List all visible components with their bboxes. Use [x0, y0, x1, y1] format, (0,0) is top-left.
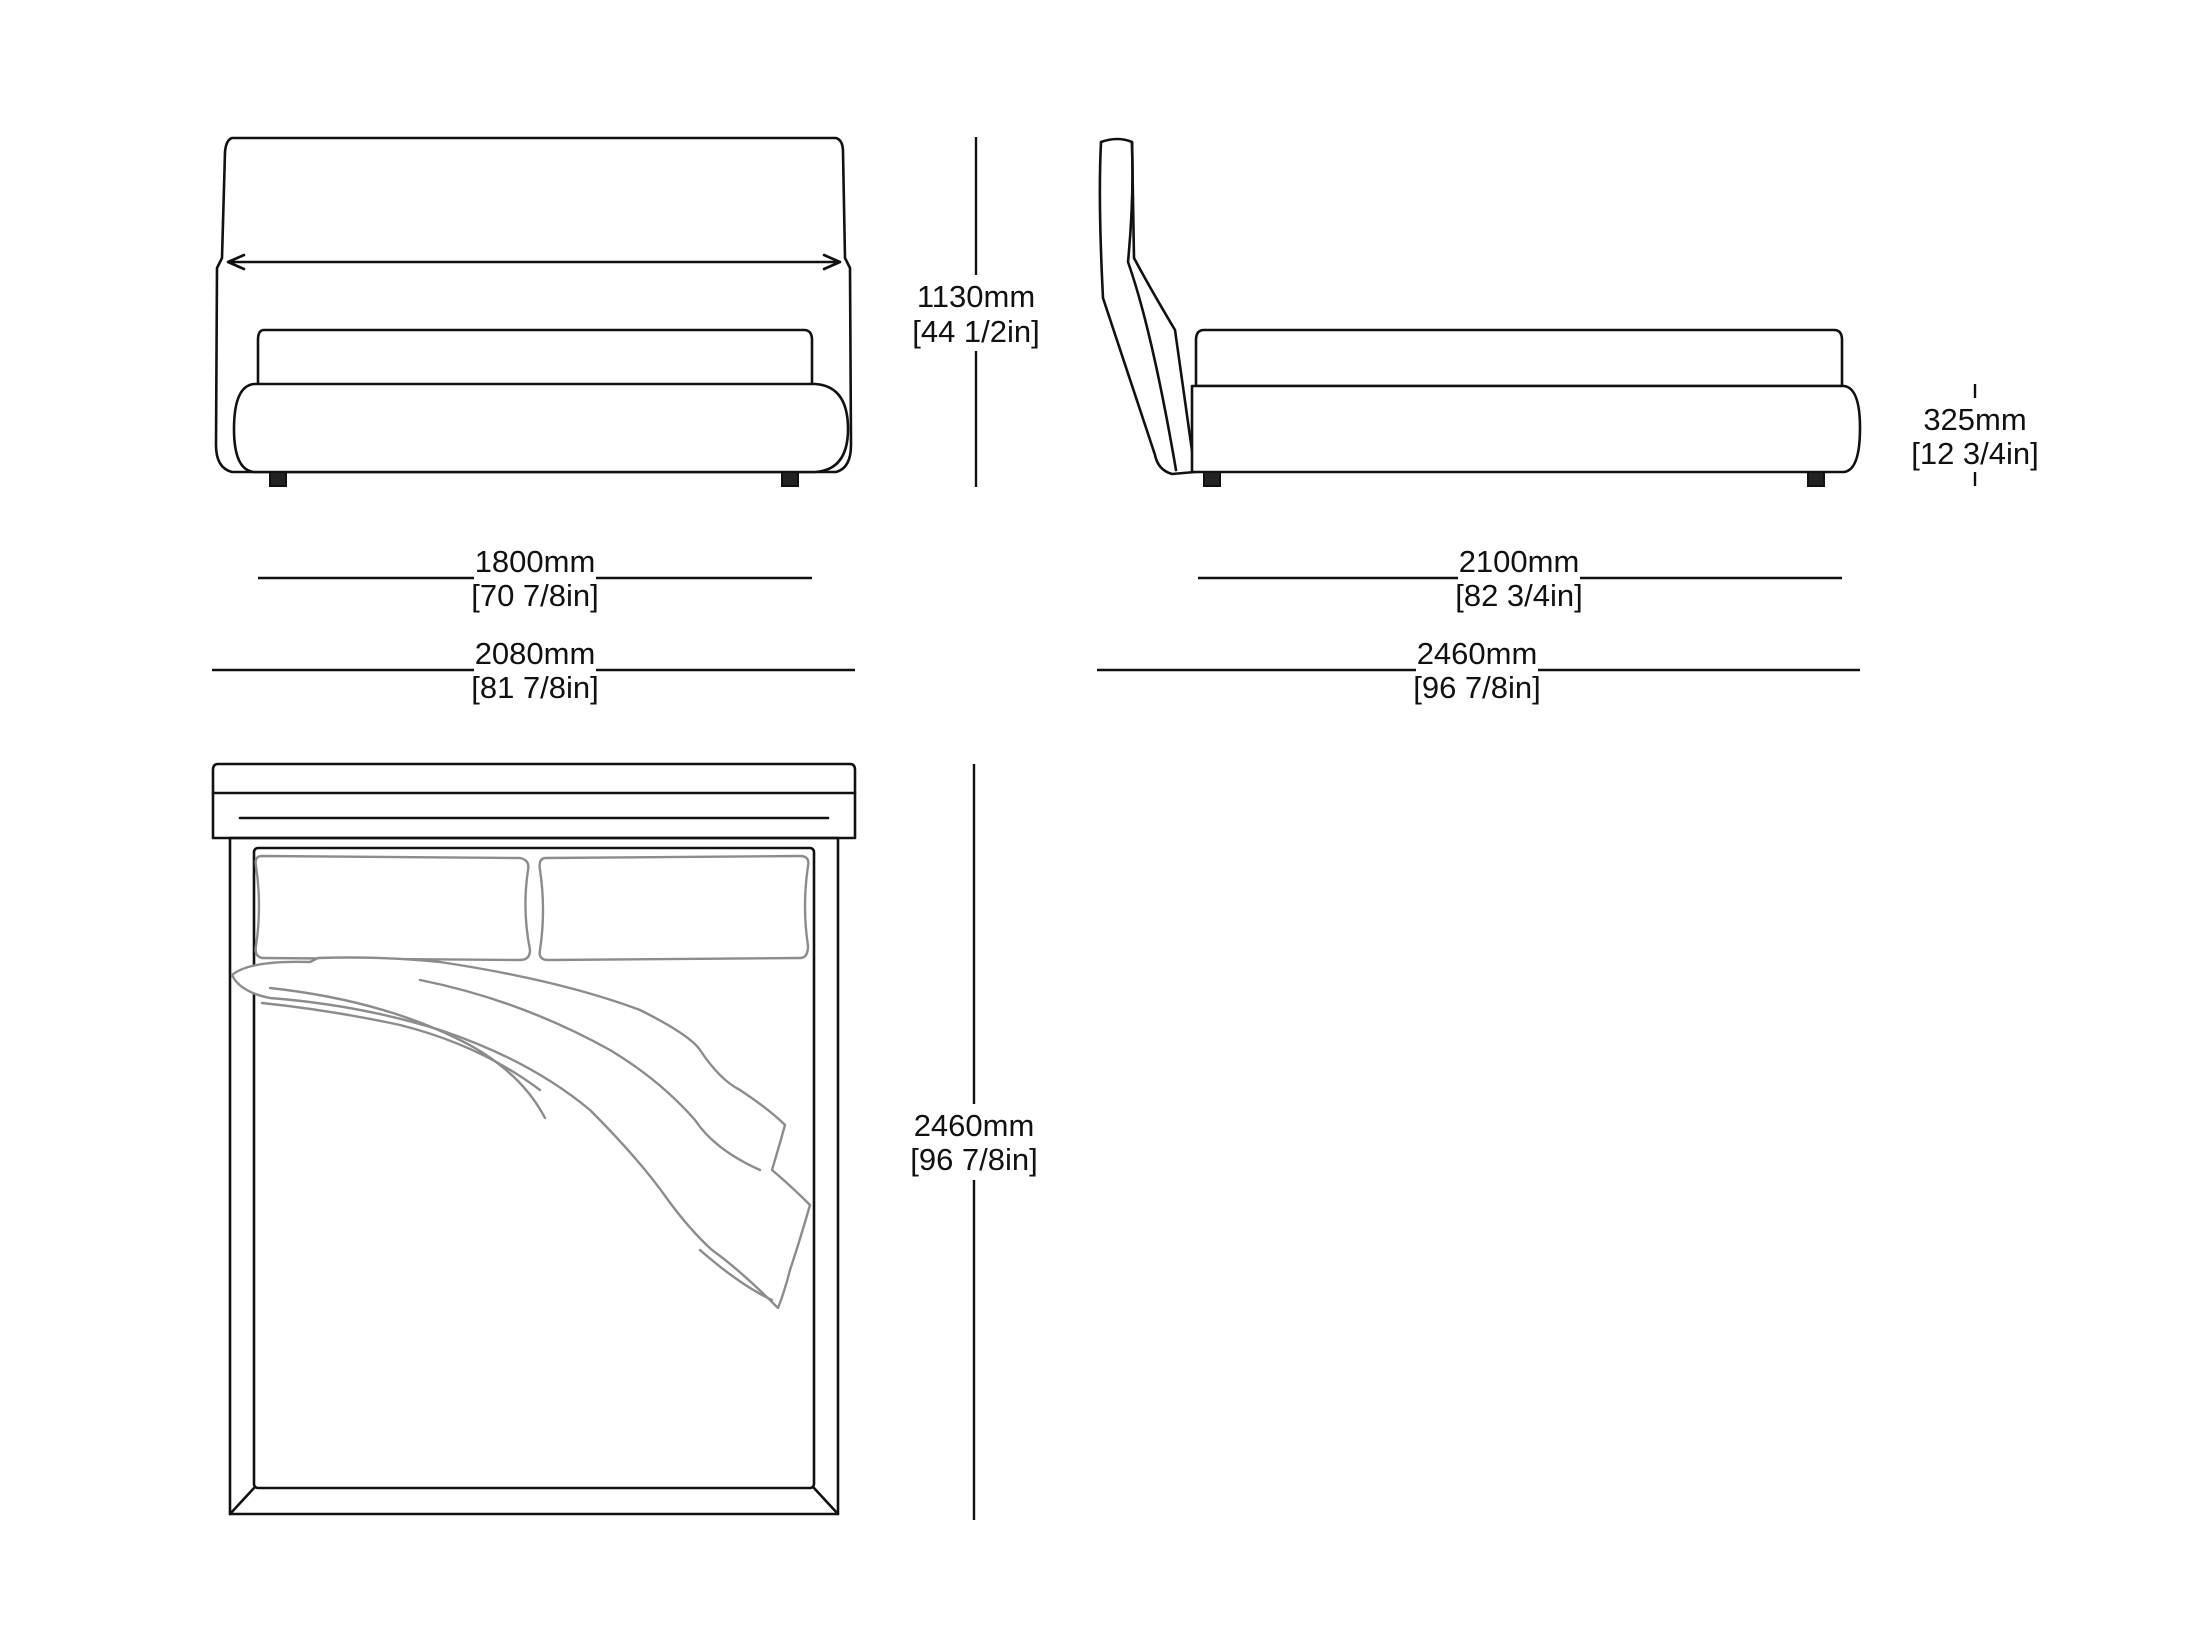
dim-width-mattress-mm: 1800mm	[475, 544, 596, 579]
dim-length-plan-mm: 2460mm	[914, 1108, 1035, 1143]
dim-width-total: 2080mm [81 7/8in]	[212, 632, 855, 708]
dim-height-total-in: [44 1/2in]	[912, 314, 1040, 349]
pillow-left	[254, 854, 532, 962]
dim-length-total-mm: 2460mm	[1417, 636, 1538, 671]
front-base	[232, 382, 850, 474]
dim-width-mattress: 1800mm [70 7/8in]	[258, 540, 812, 616]
duvet-fold-line-1	[268, 986, 547, 1120]
top-view	[211, 762, 857, 1516]
front-foot-left	[269, 471, 287, 487]
top-frame	[228, 836, 840, 1516]
front-view	[214, 136, 853, 487]
duvet-fold-line-2	[418, 978, 762, 1172]
dim-width-mattress-in: [70 7/8in]	[471, 578, 599, 613]
front-mattress	[256, 328, 814, 388]
dim-length-plan-in: [96 7/8in]	[910, 1142, 1038, 1177]
dim-height-total: 1130mm [44 1/2in]	[912, 137, 1040, 487]
dim-width-total-in: [81 7/8in]	[471, 670, 599, 705]
front-headboard-line	[226, 253, 842, 271]
duvet-fold-line-3	[260, 1001, 542, 1092]
dim-height-base-mm: 325mm	[1923, 402, 2026, 437]
dim-length-total-in: [96 7/8in]	[1413, 670, 1541, 705]
side-foot-right	[1807, 471, 1825, 487]
top-mattress	[252, 846, 816, 1490]
dim-width-total-mm: 2080mm	[475, 636, 596, 671]
front-headboard	[214, 136, 853, 474]
side-foot-left	[1203, 471, 1221, 487]
dim-height-base: 325mm [12 3/4in]	[1910, 384, 2040, 486]
side-headboard-inner	[1126, 140, 1178, 472]
dim-length-mattress-mm: 2100mm	[1459, 544, 1580, 579]
dim-length-plan: 2460mm [96 7/8in]	[910, 764, 1038, 1520]
side-view	[1098, 137, 1862, 487]
dim-height-total-mm: 1130mm	[917, 279, 1035, 314]
top-headboard	[211, 762, 857, 840]
duvet-edge-line	[698, 1248, 774, 1302]
dim-length-mattress: 2100mm [82 3/4in]	[1198, 540, 1842, 616]
side-mattress	[1194, 328, 1844, 388]
dim-length-total: 2460mm [96 7/8in]	[1097, 632, 1860, 708]
side-headboard	[1098, 137, 1197, 476]
pillow-right	[538, 854, 810, 962]
dim-length-mattress-in: [82 3/4in]	[1455, 578, 1583, 613]
front-foot-right	[781, 471, 799, 487]
duvet	[230, 956, 812, 1310]
dim-height-base-in: [12 3/4in]	[1911, 436, 2039, 471]
side-base	[1190, 384, 1862, 474]
top-corner-bl	[228, 1486, 256, 1516]
top-corner-br	[812, 1486, 840, 1516]
